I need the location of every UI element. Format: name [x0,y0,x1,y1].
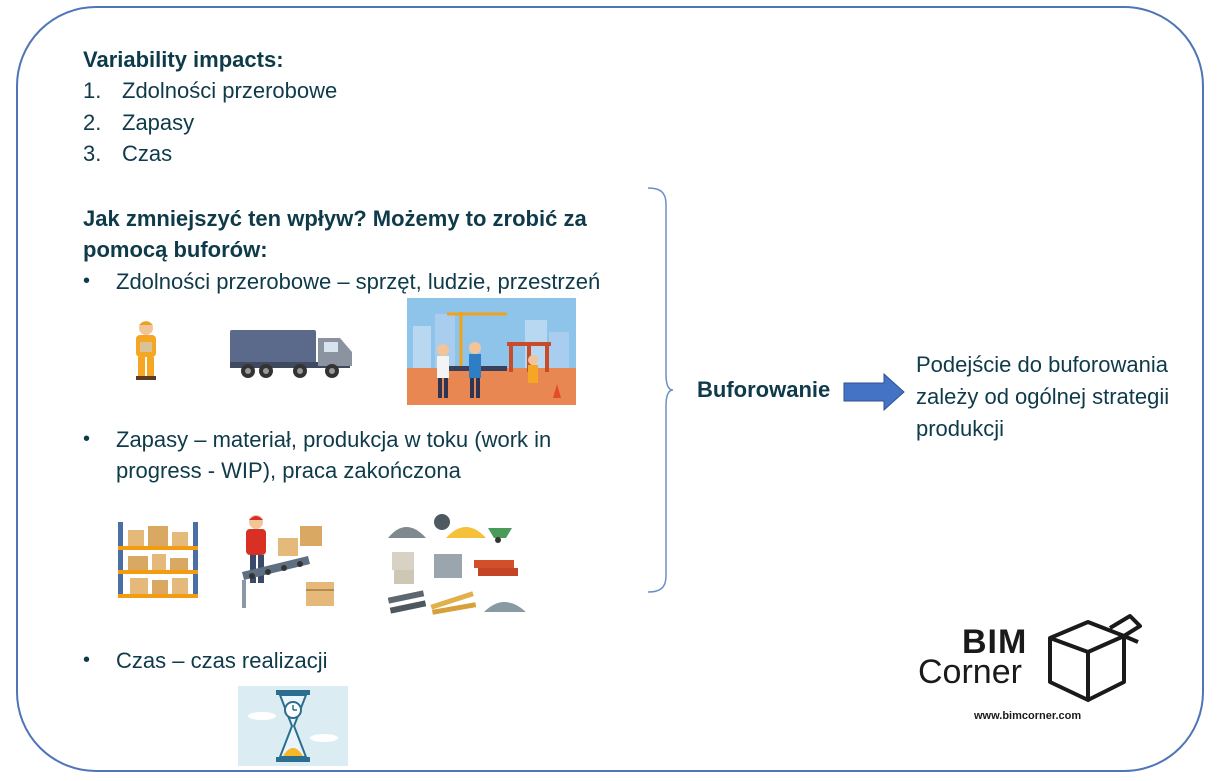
question-line: pomocą buforów: [83,237,268,262]
hourglass-icon [238,686,348,766]
bullet-mark: • [83,649,91,671]
warehouse-shelf-icon [118,522,198,598]
impact-item: Zapasy [122,110,195,135]
variability-heading: Variability impacts: [83,47,284,72]
result-line: produkcji [916,416,1005,441]
conveyor-worker-icon [242,515,334,608]
impact-number: 2. [83,110,102,135]
truck-icon [230,330,352,378]
result-line: zależy od ogólnej strategii [916,384,1170,409]
bullet-mark: • [83,428,91,450]
result-line: Podejście do buforowania [916,352,1168,377]
impact-item: Zdolności przerobowe [122,78,338,103]
worker-icon [136,321,156,380]
building-materials-icon [387,514,526,615]
bullet-text: progress - WIP), praca zakończona [116,458,461,483]
arrow-right-icon [843,372,905,412]
open-box-icon [1048,614,1142,702]
construction-site-icon [407,298,576,405]
logo-url: www.bimcorner.com [974,710,1082,722]
impact-number: 3. [83,141,102,166]
bullet-mark: • [83,270,91,292]
bullet-text: Czas – czas realizacji [116,648,328,673]
impact-number: 1. [83,78,102,103]
bullet-text: Zdolności przerobowe – sprzęt, ludzie, p… [116,269,601,294]
logo-text-bim: BIM [962,623,1028,661]
bullet-text: Zapasy – materiał, produkcja w toku (wor… [116,427,552,452]
question-line: Jak zmniejszyć ten wpływ? Możemy to zrob… [83,206,587,231]
rounded-frame [16,6,1204,772]
logo-text-corner: Corner [918,653,1022,691]
buffer-label: Buforowanie [697,377,831,402]
right-brace [647,187,674,593]
impact-item: Czas [122,141,173,166]
